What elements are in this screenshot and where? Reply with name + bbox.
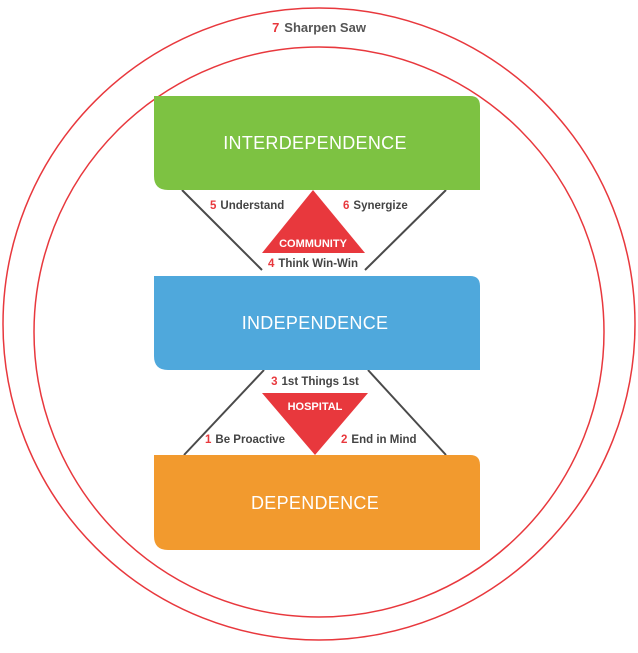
interdependence-box	[154, 96, 480, 190]
connector-top-left	[181, 189, 263, 271]
independence-box	[154, 276, 480, 370]
dependence-box	[154, 455, 480, 550]
community-triangle	[262, 190, 365, 253]
habit-6-label: 6 Synergize	[343, 200, 408, 212]
habit-3-label: 3 1st Things 1st	[271, 376, 359, 388]
dependence-title: DEPENDENCE	[251, 493, 379, 513]
hospital-triangle	[262, 393, 368, 455]
habit-2-number: 2	[341, 434, 347, 446]
habit-1-text: Be Proactive	[215, 434, 285, 446]
habit-4-text: Think Win-Win	[278, 258, 358, 270]
independence-title: INDEPENDENCE	[242, 313, 389, 333]
sharpen-saw-label: 7 Sharpen Saw	[272, 20, 367, 35]
habit-2-text: End in Mind	[351, 434, 416, 446]
connector-top-right	[364, 189, 447, 271]
habit-3-text: 1st Things 1st	[282, 376, 359, 388]
habit-4-number: 4	[268, 258, 275, 270]
habit-1-number: 1	[205, 434, 212, 446]
outer-circle	[2, 7, 636, 641]
sharpen-saw-number: 7	[272, 20, 279, 35]
inner-circle	[33, 46, 605, 618]
habit-5-text: Understand	[220, 200, 284, 212]
interdependence-title: INTERDEPENDENCE	[223, 133, 407, 153]
habit-6-text: Synergize	[353, 200, 407, 212]
habit-6-number: 6	[343, 200, 349, 212]
habit-3-number: 3	[271, 376, 277, 388]
habit-5-number: 5	[210, 200, 217, 212]
habit-2-label: 2 End in Mind	[341, 434, 417, 446]
community-label: COMMUNITY	[279, 238, 347, 250]
connector-bottom-right	[367, 369, 447, 456]
connector-bottom-left	[183, 369, 265, 456]
sharpen-saw-text: Sharpen Saw	[284, 20, 367, 35]
hospital-label: HOSPITAL	[288, 401, 343, 413]
